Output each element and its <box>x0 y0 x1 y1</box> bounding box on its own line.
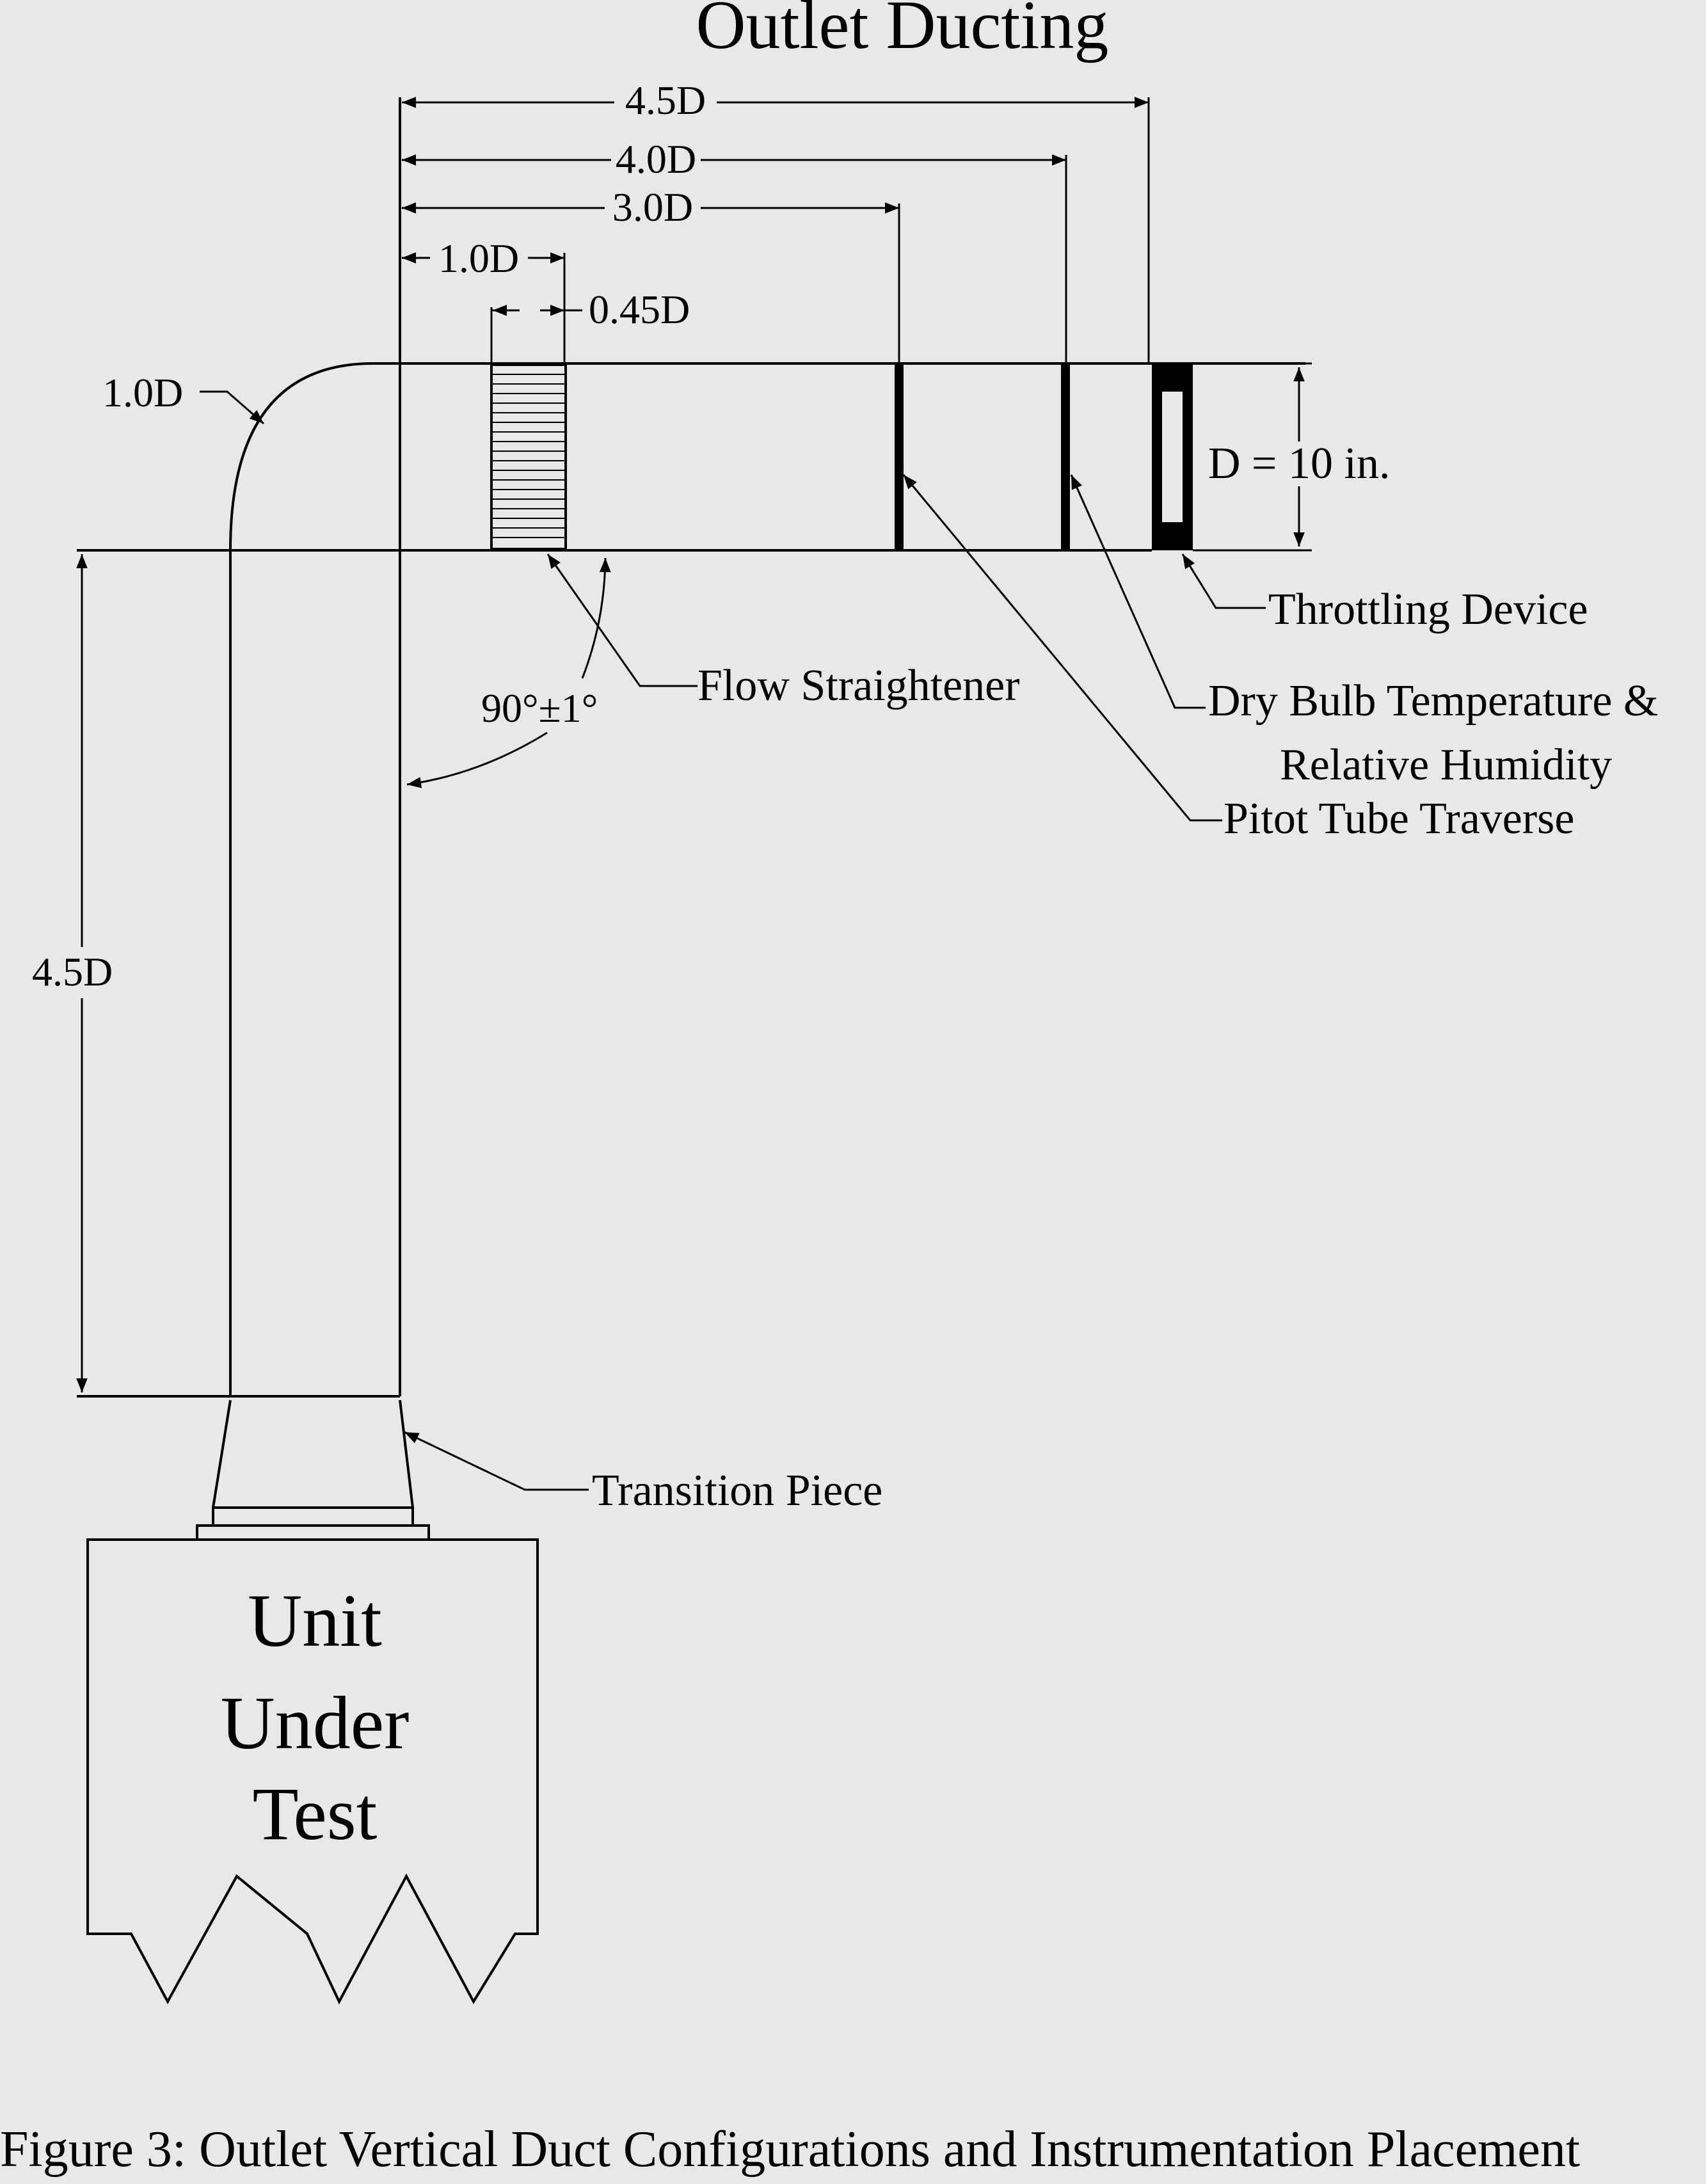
pitot-tube-label: Pitot Tube Traverse <box>1224 794 1574 843</box>
diagram-title: Outlet Ducting <box>696 0 1109 63</box>
duct-outline <box>77 97 1305 1398</box>
elbow-radius-leader <box>200 390 264 425</box>
angle-label: 90°±1° <box>481 685 598 731</box>
callout-leaders <box>404 474 1266 1491</box>
duct-diameter-label: D = 10 in. <box>1208 439 1390 488</box>
unit-label-line3: Test <box>253 1772 378 1856</box>
throttling-device-element <box>1152 363 1193 550</box>
flow-straightener-label: Flow Straightener <box>698 661 1020 710</box>
pitot-tube-bar <box>895 363 904 550</box>
dim-label-4-5d-vertical: 4.5D <box>32 949 113 994</box>
transition-piece <box>196 1399 430 1541</box>
dim-label-4-0d: 4.0D <box>616 136 696 182</box>
transition-piece-label: Transition Piece <box>592 1466 882 1515</box>
unit-label-line2: Under <box>221 1681 410 1765</box>
figure-caption: Figure 3: Outlet Vertical Duct Configura… <box>0 2121 1580 2178</box>
dim-label-4-5d-top: 4.5D <box>625 77 706 123</box>
top-dimension-lines <box>402 97 1150 365</box>
unit-label-line1: Unit <box>248 1579 382 1662</box>
diameter-dimension <box>1193 362 1312 552</box>
flow-straightener-element <box>490 363 567 550</box>
dry-bulb-label-line2: Relative Humidity <box>1280 740 1612 790</box>
dry-bulb-sensor-bar <box>1061 363 1070 550</box>
dim-label-elbow-radius: 1.0D <box>102 370 183 415</box>
angle-indicator <box>406 557 611 788</box>
dry-bulb-label-line1: Dry Bulb Temperature & <box>1208 676 1658 726</box>
unit-under-test-box <box>86 1538 539 2005</box>
dim-label-0-45d: 0.45D <box>589 287 690 332</box>
dim-label-3-0d: 3.0D <box>612 184 693 230</box>
dim-label-1-0d-top: 1.0D <box>438 235 519 281</box>
throttling-device-label: Throttling Device <box>1268 585 1588 634</box>
